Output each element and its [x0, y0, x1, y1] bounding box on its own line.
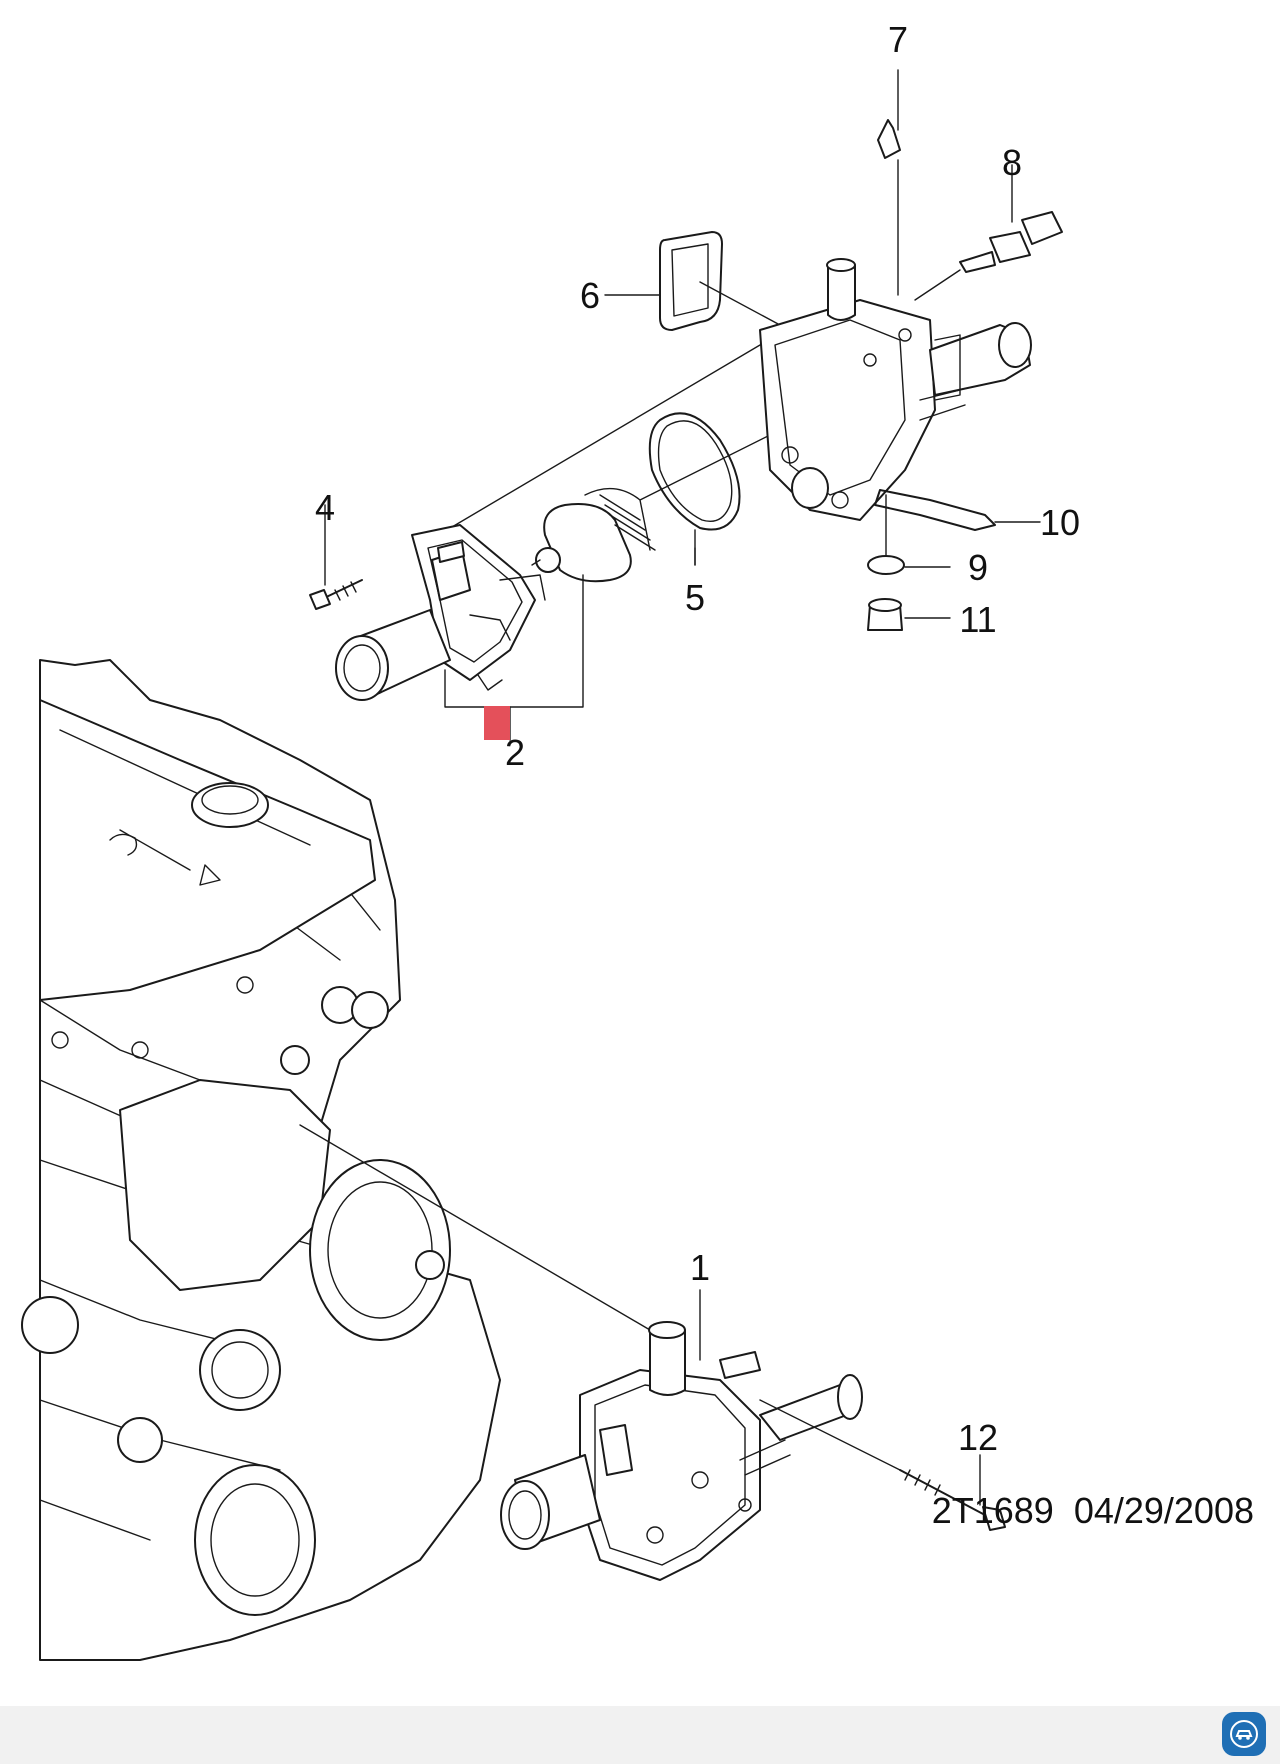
- callout-9: 9: [968, 547, 988, 588]
- exploded-view: [309, 69, 1063, 741]
- bottom-bar: [0, 1706, 1280, 1764]
- sensor-8: [914, 164, 1063, 301]
- seal-ring-5: [648, 412, 741, 566]
- callout-6: 6: [580, 275, 600, 316]
- plug-11: [867, 598, 951, 631]
- bolt-12: [759, 1399, 1006, 1531]
- callout-2: 2: [505, 732, 525, 773]
- callout-4: 4: [315, 487, 335, 528]
- clip-7: [877, 69, 901, 296]
- highlight-marker: [484, 706, 510, 740]
- callout-12: 12: [958, 1417, 998, 1458]
- housing-assembly-1: [500, 1289, 863, 1581]
- bracket-2: [444, 574, 584, 708]
- drawing-code: 2T1689: [931, 1490, 1054, 1531]
- callout-10: 10: [1040, 502, 1080, 543]
- gasket-6: [659, 231, 781, 331]
- housing-upper: [759, 258, 1032, 521]
- car-icon: [1230, 1720, 1258, 1748]
- bolt-4: [309, 504, 363, 610]
- callout-11: 11: [959, 599, 996, 640]
- gasket-10: [874, 489, 1041, 531]
- o-ring-9: [867, 494, 951, 575]
- thermostat: [531, 487, 656, 583]
- callout-8: 8: [1002, 142, 1022, 183]
- engine-block: [21, 659, 651, 1661]
- thermostat-housing: [335, 524, 546, 701]
- drawing-date: 04/29/2008: [1073, 1490, 1254, 1531]
- drawing-reference: 2T1689 04/29/2008: [932, 1490, 1254, 1532]
- callout-7: 7: [888, 19, 908, 60]
- callout-1: 1: [690, 1247, 710, 1288]
- car-service-app-icon[interactable]: [1222, 1712, 1266, 1756]
- callout-5: 5: [685, 577, 705, 618]
